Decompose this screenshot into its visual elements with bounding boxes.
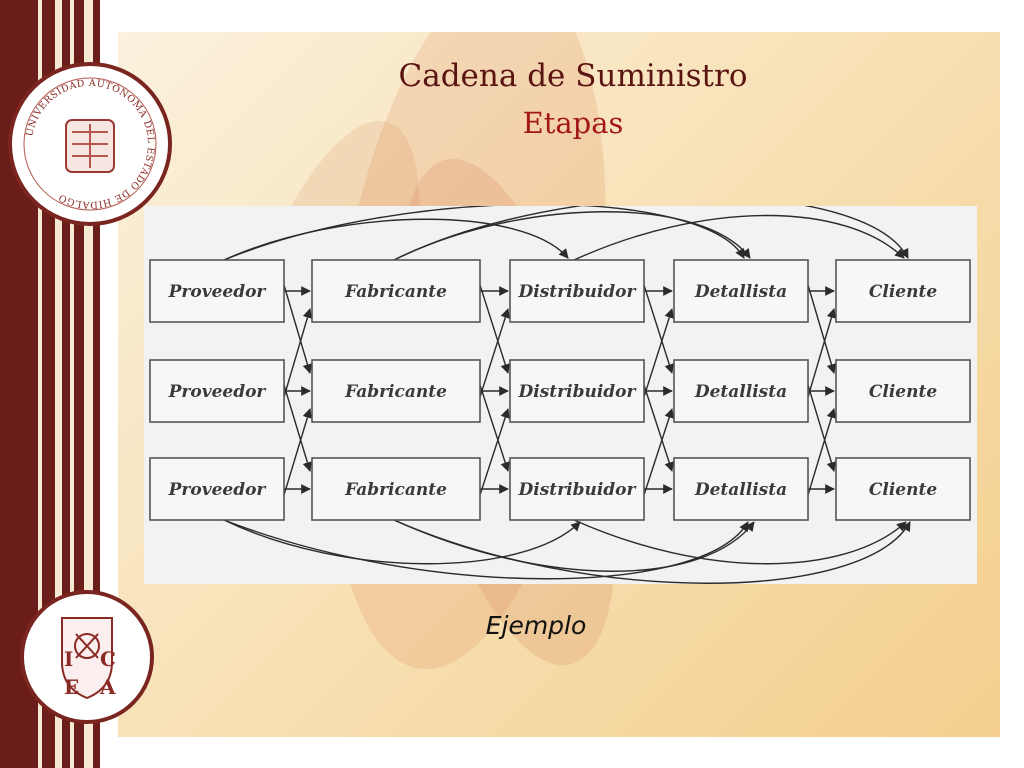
- node-label: Detallista: [694, 282, 787, 302]
- node-fabricante: Fabricante: [311, 359, 481, 423]
- node-distribuidor: Distribuidor: [509, 259, 645, 323]
- node-box: [835, 259, 971, 323]
- node-proveedor: Proveedor: [149, 259, 285, 323]
- node-proveedor: Proveedor: [149, 359, 285, 423]
- node-label: Cliente: [869, 480, 937, 500]
- bypass-arrow: [393, 519, 911, 584]
- bypass-arrow: [573, 519, 907, 565]
- node-box: [673, 359, 809, 423]
- crest-letter: A: [99, 675, 116, 699]
- node-label: Proveedor: [168, 282, 267, 302]
- node-box: [149, 259, 285, 323]
- band-stripe: [84, 0, 93, 768]
- flow-arrow: [479, 384, 510, 472]
- node-detallista: Detallista: [673, 259, 809, 323]
- icea-crest-logo: I C E A: [20, 590, 154, 724]
- node-fabricante: Fabricante: [311, 259, 481, 323]
- node-box: [835, 359, 971, 423]
- node-cliente: Cliente: [835, 457, 971, 521]
- node-distribuidor: Distribuidor: [509, 457, 645, 521]
- node-box: [673, 259, 809, 323]
- node-detallista: Detallista: [673, 359, 809, 423]
- node-box: [149, 359, 285, 423]
- node-box: [673, 457, 809, 521]
- band-stripe: [70, 0, 74, 768]
- band-stripe: [38, 0, 42, 768]
- flow-arrow: [283, 308, 313, 398]
- flow-arrow: [283, 384, 313, 472]
- node-fabricante: Fabricante: [311, 457, 481, 521]
- slide-subtitle: Etapas: [522, 106, 624, 140]
- slide-title: Cadena de Suministro: [398, 58, 748, 94]
- crest-letter: E: [64, 675, 79, 699]
- node-box: [311, 359, 481, 423]
- node-label: Proveedor: [168, 382, 267, 402]
- flow-arrow: [643, 408, 674, 496]
- flow-arrow: [807, 284, 837, 374]
- node-box: [311, 457, 481, 521]
- node-box: [311, 259, 481, 323]
- node-box: [149, 457, 285, 521]
- node-label: Detallista: [694, 480, 787, 500]
- flow-arrow: [643, 284, 674, 374]
- flow-arrow: [807, 308, 837, 398]
- node-box: [509, 457, 645, 521]
- node-cliente: Cliente: [835, 359, 971, 423]
- flow-arrow: [643, 384, 674, 472]
- node-detallista: Detallista: [673, 457, 809, 521]
- bypass-arrow: [223, 519, 749, 580]
- flow-arrow: [283, 408, 313, 496]
- flow-arrow: [479, 408, 510, 496]
- node-label: Cliente: [869, 282, 937, 302]
- node-label: Detallista: [694, 382, 787, 402]
- flow-arrow: [479, 308, 510, 398]
- node-label: Distribuidor: [518, 282, 637, 302]
- crest-letter: I: [64, 647, 73, 671]
- node-box: [509, 359, 645, 423]
- node-label: Distribuidor: [518, 382, 637, 402]
- node-proveedor: Proveedor: [149, 457, 285, 521]
- bypass-arrow: [223, 519, 581, 565]
- bypass-arrow: [573, 214, 905, 261]
- bypass-arrow: [223, 203, 745, 261]
- example-caption: Ejemplo: [485, 611, 587, 640]
- node-label: Fabricante: [344, 282, 447, 302]
- node-label: Fabricante: [344, 480, 447, 500]
- node-label: Fabricante: [344, 382, 447, 402]
- node-box: [835, 457, 971, 521]
- flow-arrow: [283, 284, 313, 374]
- node-label: Cliente: [869, 382, 937, 402]
- band-stripe: [55, 0, 62, 768]
- crest-letter: C: [100, 647, 116, 671]
- node-distribuidor: Distribuidor: [509, 359, 645, 423]
- flow-arrow: [807, 384, 837, 472]
- node-box: [509, 259, 645, 323]
- university-seal-logo: UNIVERSIDAD AUTÓNOMA DEL ESTADO DE HIDAL…: [8, 62, 172, 226]
- node-label: Proveedor: [168, 480, 267, 500]
- flow-arrow: [807, 408, 837, 496]
- node-cliente: Cliente: [835, 259, 971, 323]
- flow-arrow: [643, 308, 674, 398]
- node-label: Distribuidor: [518, 480, 637, 500]
- bypass-arrow: [223, 218, 569, 261]
- flow-arrow: [479, 284, 510, 374]
- bypass-arrow: [393, 211, 751, 261]
